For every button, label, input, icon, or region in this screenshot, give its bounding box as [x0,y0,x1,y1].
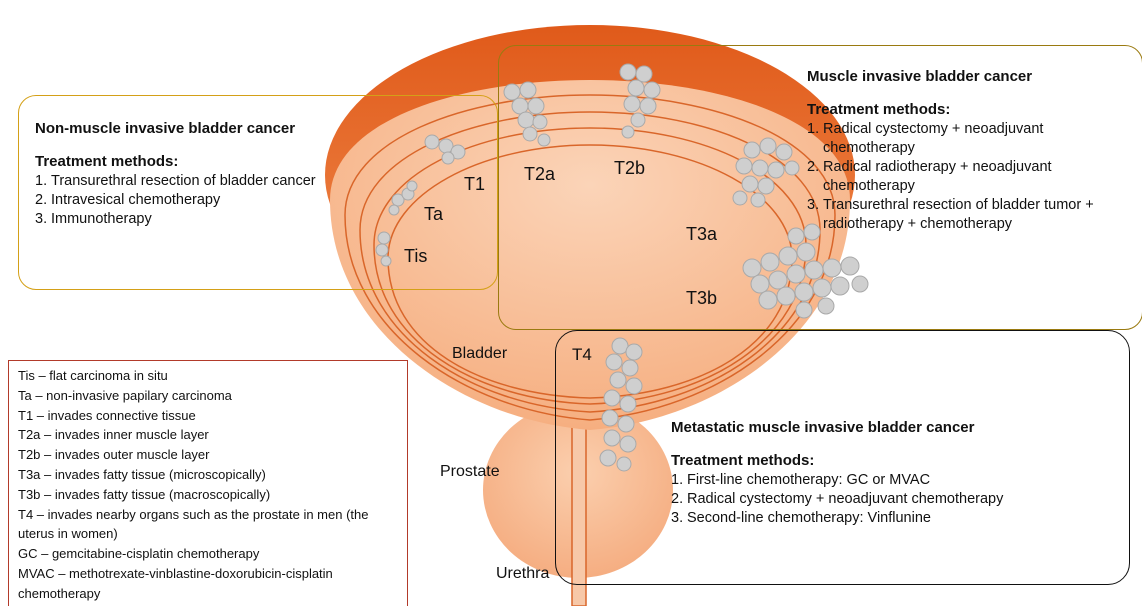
list-item: 1.First-line chemotherapy: GC or MVAC [671,471,1121,490]
mibc-title: Muscle invasive bladder cancer [807,68,1134,85]
organ-label-bladder: Bladder [452,345,508,362]
list-item: 2.Radical cystectomy + neoadjuvant chemo… [671,490,1121,509]
list-item: 1.Radical cystectomy + neoadjuvant chemo… [807,120,1134,158]
legend-entry: Ta – non-invasive papilary carcinoma [18,386,398,406]
mibc-treatment-heading: Treatment methods: [807,101,1134,118]
mibc-panel: Muscle invasive bladder cancer Treatment… [498,45,1142,330]
metastatic-panel: Metastatic muscle invasive bladder cance… [555,330,1130,585]
nmibc-treatment-heading: Treatment methods: [35,153,481,170]
nmibc-title: Non-muscle invasive bladder cancer [35,120,481,137]
organ-label-urethra: Urethra [496,565,549,582]
legend-entry: MVAC – methotrexate-vinblastine-doxorubi… [18,564,398,604]
legend-entry: Tis – flat carcinoma in situ [18,366,398,386]
list-item: 3.Second-line chemotherapy: Vinflunine [671,509,1121,528]
list-item: 2.Intravesical chemotherapy [35,191,481,210]
nmibc-panel: Non-muscle invasive bladder cancer Treat… [18,95,498,290]
list-item: 2.Radical radiotherapy + neoadjuvant che… [807,158,1134,196]
mibc-treatment-list: 1.Radical cystectomy + neoadjuvant chemo… [807,120,1134,234]
legend-entry: T4 – invades nearby organs such as the p… [18,505,398,545]
metastatic-title: Metastatic muscle invasive bladder cance… [671,419,1121,436]
legend-entry: T3a – invades fatty tissue (microscopica… [18,465,398,485]
list-item: 1.Transurethral resection of bladder can… [35,172,481,191]
list-item: 3.Immunotherapy [35,210,481,229]
legend-entry: GC – gemcitabine-cisplatin chemotherapy [18,544,398,564]
legend-entry: T2b – invades outer muscle layer [18,445,398,465]
nmibc-treatment-list: 1.Transurethral resection of bladder can… [35,172,481,229]
legend-entry: T2a – invades inner muscle layer [18,425,398,445]
abbreviation-legend: Tis – flat carcinoma in situ Ta – non-in… [8,360,408,606]
organ-label-prostate: Prostate [440,463,500,480]
legend-entry: T3b – invades fatty tissue (macroscopica… [18,485,398,505]
legend-entry: T1 – invades connective tissue [18,406,398,426]
list-item: 3.Transurethral resection of bladder tum… [807,196,1134,234]
metastatic-treatment-heading: Treatment methods: [671,452,1121,469]
metastatic-treatment-list: 1.First-line chemotherapy: GC or MVAC 2.… [671,471,1121,528]
